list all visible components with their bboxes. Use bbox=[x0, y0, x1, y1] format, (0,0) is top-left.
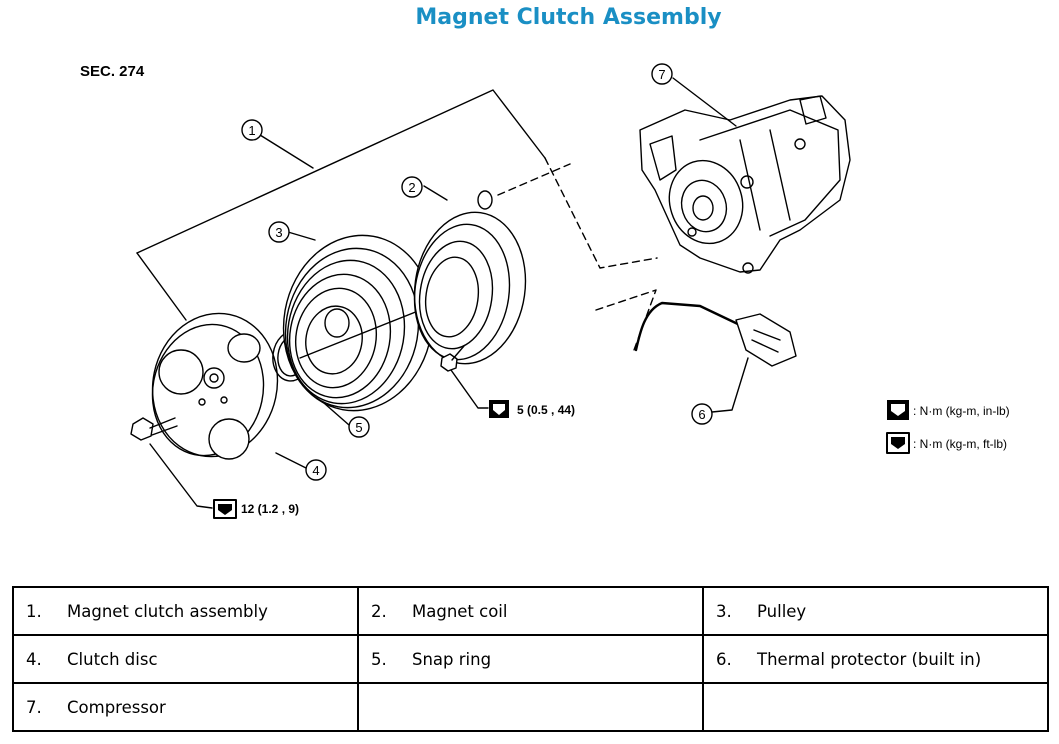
table-cell bbox=[357, 682, 704, 732]
section-label: SEC. 274 bbox=[80, 63, 145, 80]
callout-3: 3 bbox=[268, 221, 290, 243]
torque-wrench-icon bbox=[886, 432, 910, 454]
callout-6-leader bbox=[711, 357, 749, 413]
svg-text:5 (0.5 , 44): 5 (0.5 , 44) bbox=[517, 403, 575, 417]
clutch-bolt bbox=[130, 417, 178, 441]
callout-2: 2 bbox=[401, 176, 423, 198]
table-cell: 7. Compressor bbox=[12, 682, 359, 732]
bolt-4-leader bbox=[149, 443, 213, 509]
callout-7: 7 bbox=[651, 63, 673, 85]
harness-dashed bbox=[595, 289, 657, 351]
pulley bbox=[282, 234, 434, 412]
callout-3-leader bbox=[287, 231, 316, 241]
part-number: 2. bbox=[371, 601, 387, 621]
part-name: Compressor bbox=[67, 697, 166, 717]
table-cell: 2. Magnet coil bbox=[357, 586, 704, 636]
table-row: 4. Clutch disc 5. Snap ring 6. Thermal prot… bbox=[12, 634, 1049, 684]
part-number: 7. bbox=[26, 697, 42, 717]
part-name: Thermal protector (built in) bbox=[757, 649, 982, 669]
svg-text:2: 2 bbox=[408, 180, 415, 195]
callout-5: 5 bbox=[348, 416, 370, 438]
legend-ft-lb: : N·m (kg-m, ft-lb) bbox=[886, 432, 1007, 454]
torque-wrench-icon bbox=[887, 400, 909, 420]
part-number: 4. bbox=[26, 649, 42, 669]
bolt-5-leader bbox=[450, 369, 489, 409]
table-cell bbox=[702, 682, 1049, 732]
coil-bolt bbox=[440, 345, 465, 372]
axis-dashed-top bbox=[497, 163, 571, 196]
table-cell: 6. Thermal protector (built in) bbox=[702, 634, 1049, 684]
part-number: 3. bbox=[716, 601, 732, 621]
thermal-protector bbox=[634, 301, 797, 367]
parts-table: 1. Magnet clutch assembly 2. Magnet coil 3… bbox=[12, 586, 1049, 732]
assembly-bracket-left bbox=[136, 252, 187, 321]
callout-1: 1 bbox=[241, 119, 263, 141]
callout-4: 4 bbox=[305, 459, 327, 481]
assembly-bracket bbox=[136, 89, 546, 254]
table-row: 1. Magnet clutch assembly 2. Magnet coil 3… bbox=[12, 586, 1049, 636]
torque-label-5: 5 (0.5 , 44) bbox=[489, 400, 575, 418]
svg-text:3: 3 bbox=[275, 225, 282, 240]
callout-4-leader bbox=[275, 452, 307, 469]
callout-1-leader bbox=[251, 129, 314, 169]
part-name: Snap ring bbox=[412, 649, 492, 669]
exploded-view-diagram: SEC. 274 bbox=[0, 40, 1059, 560]
svg-text:5: 5 bbox=[355, 420, 362, 435]
callout-6: 6 bbox=[691, 403, 713, 425]
svg-text:1: 1 bbox=[248, 123, 255, 138]
part-name: Magnet clutch assembly bbox=[67, 601, 268, 621]
torque-label-4: 12 (1.2 , 9) bbox=[213, 499, 299, 519]
callout-2-leader bbox=[423, 185, 448, 201]
svg-text:6: 6 bbox=[698, 407, 705, 422]
page-title: Magnet Clutch Assembly bbox=[415, 5, 722, 30]
part-name: Magnet coil bbox=[412, 601, 508, 621]
part-name: Clutch disc bbox=[67, 649, 158, 669]
svg-text:7: 7 bbox=[658, 67, 665, 82]
compressor bbox=[639, 95, 851, 274]
torque-wrench-icon bbox=[213, 499, 237, 519]
clutch-disc bbox=[151, 312, 279, 460]
table-cell: 3. Pulley bbox=[702, 586, 1049, 636]
table-row: 7. Compressor bbox=[12, 682, 1049, 732]
svg-text:12 (1.2 , 9): 12 (1.2 , 9) bbox=[241, 502, 299, 516]
svg-text:: N·m (kg-m, ft-lb): : N·m (kg-m, ft-lb) bbox=[913, 437, 1007, 451]
table-cell: 4. Clutch disc bbox=[12, 634, 359, 684]
legend-in-lb: : N·m (kg-m, in-lb) bbox=[887, 400, 1010, 420]
svg-text:4: 4 bbox=[312, 463, 319, 478]
part-number: 5. bbox=[371, 649, 387, 669]
table-cell: 5. Snap ring bbox=[357, 634, 704, 684]
part-name: Pulley bbox=[757, 601, 807, 621]
assembly-bracket-dashed bbox=[544, 157, 658, 269]
torque-wrench-icon bbox=[489, 400, 509, 418]
table-cell: 1. Magnet clutch assembly bbox=[12, 586, 359, 636]
part-number: 1. bbox=[26, 601, 42, 621]
callout-7-leader bbox=[672, 77, 737, 127]
part-number: 6. bbox=[716, 649, 732, 669]
svg-text:: N·m (kg-m, in-lb): : N·m (kg-m, in-lb) bbox=[913, 404, 1010, 418]
